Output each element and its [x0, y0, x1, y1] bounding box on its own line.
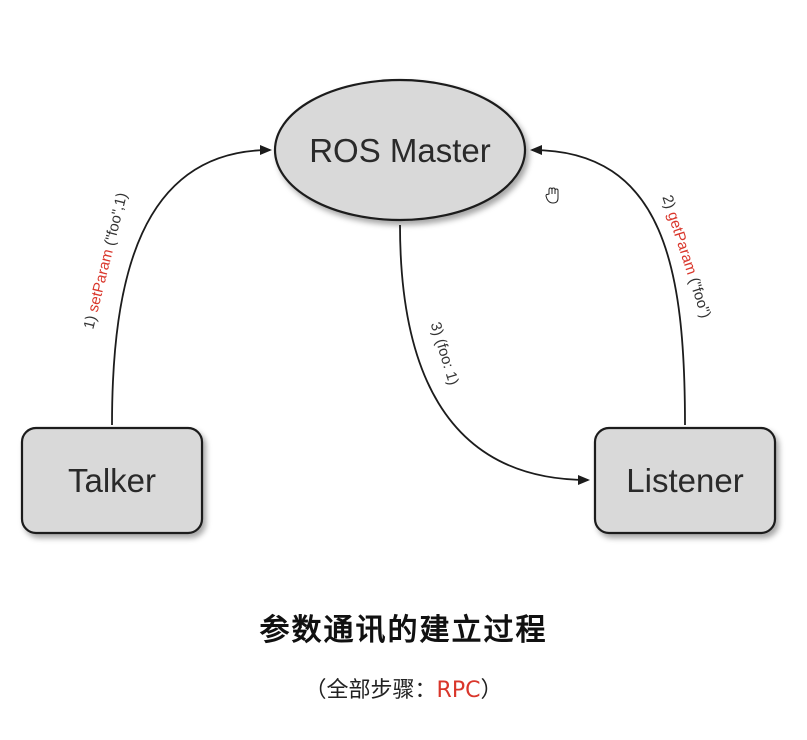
hand-cursor-icon: [545, 187, 559, 204]
caption-subtitle-prefix: （全部步骤：: [304, 678, 437, 703]
set-param-method: setParam: [85, 247, 117, 313]
get-param-method: getParam: [664, 210, 700, 277]
caption-subtitle-accent: RPC: [436, 678, 481, 703]
edge-reply: [399, 224, 590, 485]
set-param-step: 1): [80, 310, 101, 331]
edge-label-set-param: 1) setParam ("foo",1): [80, 191, 130, 331]
node-listener: Listener: [593, 426, 777, 535]
get-param-step: 2): [658, 193, 680, 215]
node-ros-master: ROS Master: [273, 78, 527, 222]
node-talker-label: Talker: [68, 462, 156, 499]
edge-label-reply: 3) (foo: 1): [427, 320, 462, 387]
edge-label-get-param: 2) getParam ("foo"): [658, 193, 714, 320]
node-listener-label: Listener: [626, 462, 743, 499]
caption-subtitle-suffix: ）: [480, 678, 503, 703]
set-param-args: ("foo",1): [100, 191, 131, 252]
node-ros-master-label: ROS Master: [309, 132, 491, 169]
caption-subtitle: （全部步骤：RPC）: [0, 672, 807, 704]
caption-title: 参数通讯的建立过程: [259, 613, 548, 648]
edge-get-param: [530, 145, 686, 426]
get-param-args: ("foo"): [684, 272, 714, 321]
edge-set-param: [111, 145, 272, 426]
node-talker: Talker: [20, 426, 204, 535]
